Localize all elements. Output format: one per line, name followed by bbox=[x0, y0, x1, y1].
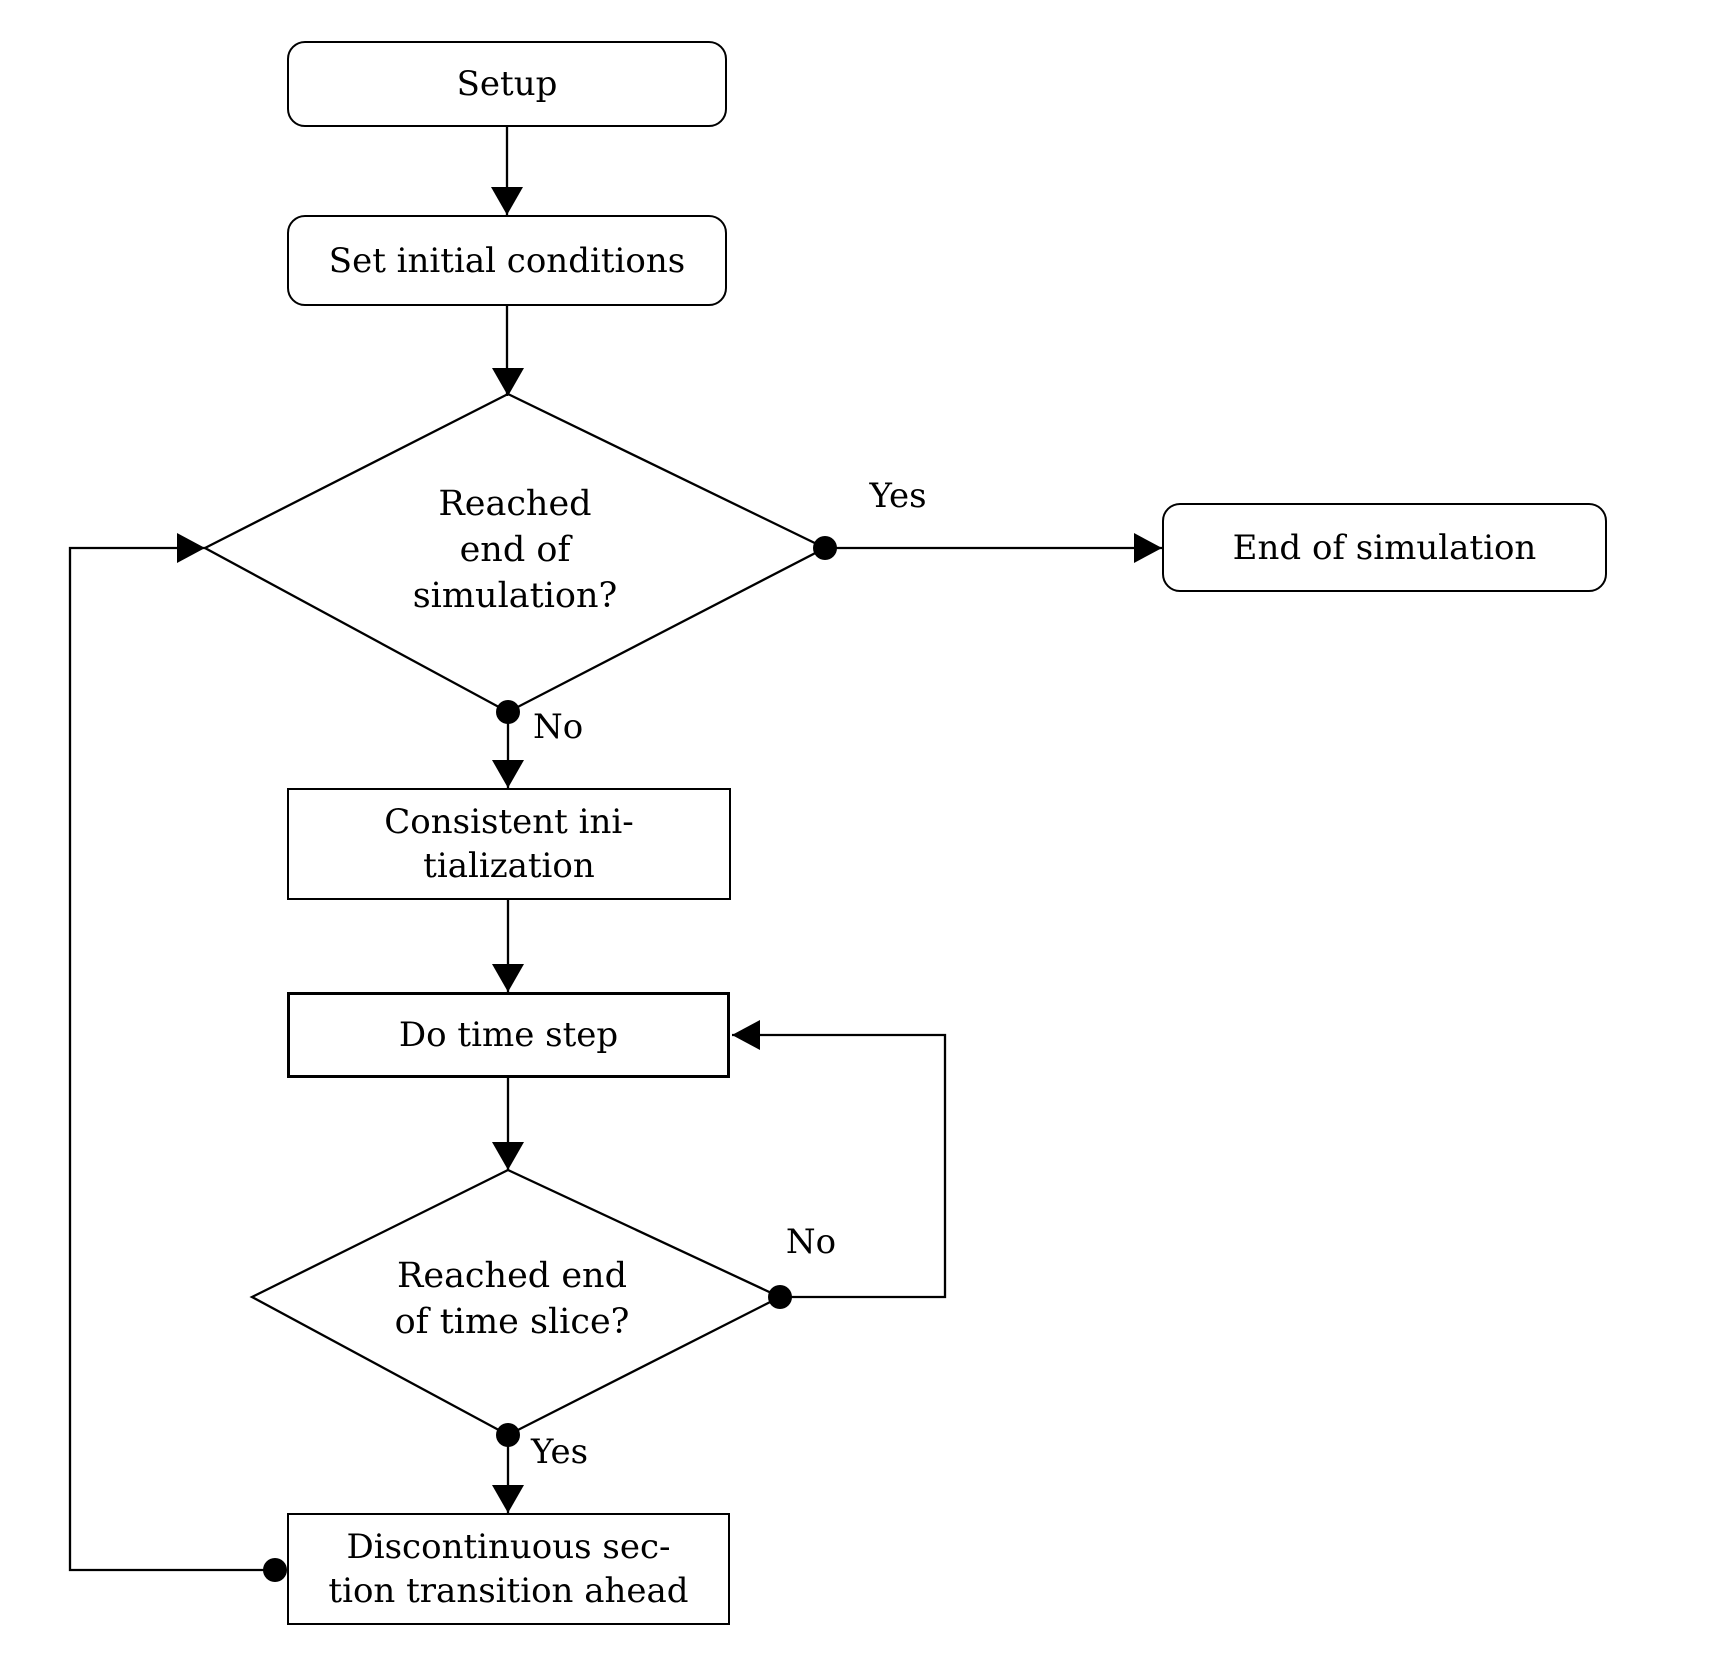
arrowhead-down-icon bbox=[492, 368, 524, 396]
edge-label-time-slice-no: No bbox=[785, 1222, 837, 1262]
node-setup-label: Setup bbox=[456, 64, 558, 104]
edge-decision2-no-loop-to-timestep bbox=[732, 1033, 947, 1299]
node-discontinuous-section-transition: Discontinuous sec- tion transition ahead bbox=[287, 1513, 730, 1625]
junction-dot bbox=[263, 1558, 287, 1582]
arrowhead-down-icon bbox=[492, 1485, 524, 1513]
node-end-of-simulation: End of simulation bbox=[1162, 503, 1607, 592]
node-consistent-initialization-line1: Consistent ini- bbox=[384, 802, 634, 842]
arrowhead-down-icon bbox=[492, 964, 524, 992]
edge-discontinuous-loop-to-decision1 bbox=[68, 546, 275, 1572]
node-discontinuous-line2: tion transition ahead bbox=[328, 1571, 689, 1611]
edge-label-simulation-no: No bbox=[533, 707, 584, 747]
node-discontinuous-line1: Discontinuous sec- bbox=[346, 1527, 671, 1567]
node-set-initial-conditions-label: Set initial conditions bbox=[328, 240, 686, 281]
node-do-time-step: Do time step bbox=[287, 992, 730, 1078]
junction-dot bbox=[768, 1285, 792, 1309]
arrowhead-left-icon bbox=[732, 1020, 760, 1050]
arrowhead-right-icon bbox=[177, 533, 205, 563]
junction-dot bbox=[813, 536, 837, 560]
node-do-time-step-label: Do time step bbox=[398, 1015, 619, 1055]
junction-dot bbox=[496, 1423, 520, 1447]
arrowhead-down-icon bbox=[492, 760, 524, 788]
node-consistent-initialization-line2: tialization bbox=[423, 846, 595, 886]
node-consistent-initialization: Consistent ini- tialization bbox=[287, 788, 731, 900]
decision-end-of-time-slice-label: Reached end of time slice? bbox=[394, 1256, 630, 1342]
decision-end-of-simulation-label: Reached end of simulation? bbox=[412, 484, 618, 616]
node-set-initial-conditions: Set initial conditions bbox=[287, 215, 727, 306]
node-end-of-simulation-label: End of simulation bbox=[1232, 527, 1537, 568]
arrowhead-down-icon bbox=[492, 1142, 524, 1170]
arrowhead-right-icon bbox=[1134, 533, 1162, 563]
edge-label-time-slice-yes: Yes bbox=[531, 1432, 589, 1472]
node-setup: Setup bbox=[287, 41, 727, 127]
junction-dot bbox=[496, 700, 520, 724]
arrowhead-down-icon bbox=[491, 187, 523, 215]
edge-label-simulation-yes: Yes bbox=[869, 476, 927, 516]
